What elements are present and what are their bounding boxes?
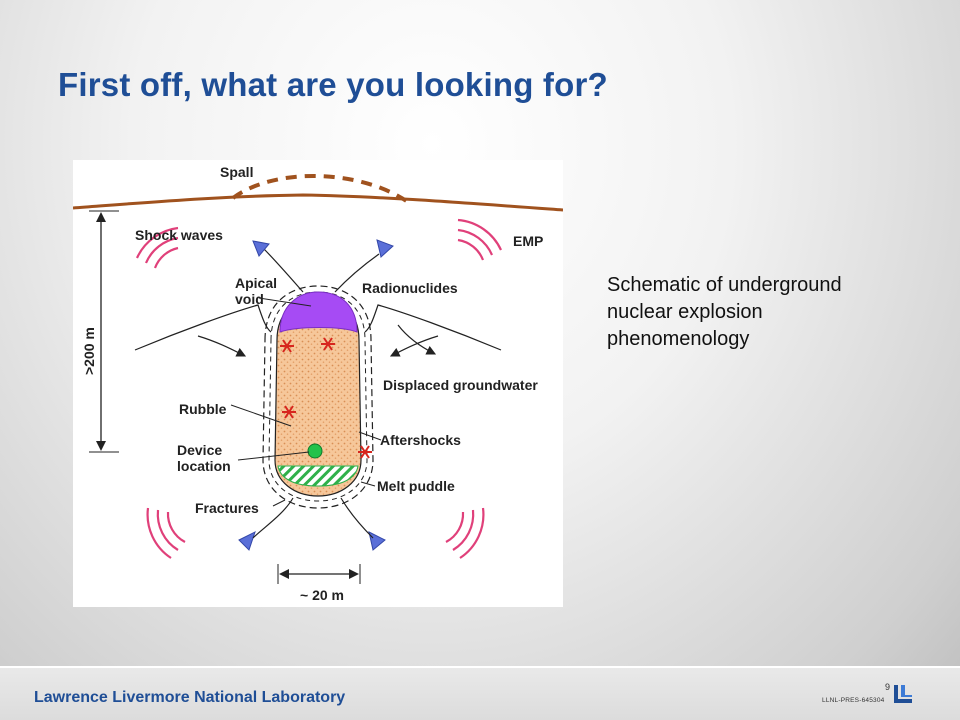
apical-void-label-line1: Apical	[235, 275, 277, 291]
llnl-logo-icon	[894, 685, 912, 703]
emp-label: EMP	[513, 233, 543, 249]
page-number: 9	[885, 682, 891, 692]
rubble-label: Rubble	[179, 401, 227, 417]
depth-dimension	[89, 210, 119, 453]
chimney-outer-dash	[262, 285, 374, 509]
shock-waves-label: Shock waves	[135, 227, 223, 243]
explosion-schematic: Spall >200 m Shock waves EMP	[73, 160, 563, 607]
fractures-label: Fractures	[195, 500, 259, 516]
groundwater-arrows	[197, 324, 439, 357]
device-location-dot	[307, 443, 323, 459]
document-id: LLNL-PRES-645304	[822, 697, 885, 704]
depth-label: >200 m	[81, 327, 97, 375]
blue-arrows	[238, 239, 394, 551]
footer-bar	[0, 668, 960, 720]
displaced-groundwater-label: Displaced groundwater	[383, 377, 538, 393]
figure-caption: Schematic of underground nuclear explosi…	[607, 272, 907, 353]
caption-line: nuclear explosion	[607, 301, 763, 323]
melt-puddle	[277, 465, 359, 487]
device-location-label-line1: Device	[177, 442, 222, 458]
shock-wave-arcs	[135, 218, 502, 559]
caption-line: phenomenology	[607, 328, 750, 350]
width-dimension	[277, 564, 361, 584]
aftershock-stars	[280, 337, 372, 459]
explosion-schematic-svg: Spall >200 m Shock waves EMP	[73, 164, 563, 603]
melt-puddle-label: Melt puddle	[377, 478, 455, 494]
radionuclides-label: Radionuclides	[362, 280, 458, 296]
aftershocks-label: Aftershocks	[380, 432, 461, 448]
ground-surface	[73, 193, 563, 212]
caption-line: Schematic of underground	[607, 274, 842, 296]
lab-name: Lawrence Livermore National Laboratory	[34, 689, 346, 706]
radionuclide-paths	[262, 247, 380, 293]
spall-arc	[231, 174, 410, 204]
fracture-paths	[252, 497, 374, 539]
footer-divider	[0, 666, 960, 668]
apical-void	[279, 291, 358, 333]
spall-label: Spall	[220, 164, 253, 180]
leader-lines	[230, 297, 382, 507]
device-location-label-line2: location	[177, 458, 231, 474]
apical-void-label-line2: void	[235, 291, 264, 307]
width-label: ~ 20 m	[300, 587, 344, 603]
slide-title: First off, what are you looking for?	[58, 66, 608, 103]
chimney-inner-dash	[268, 291, 368, 502]
